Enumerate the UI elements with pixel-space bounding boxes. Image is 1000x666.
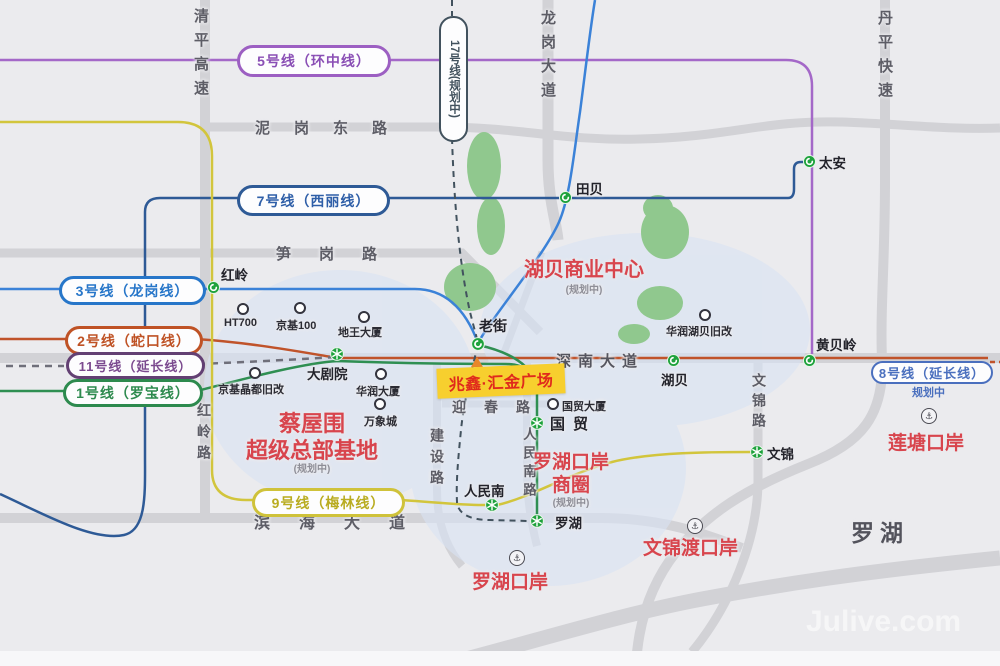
zone-luohu-port <box>410 350 686 586</box>
road-label-qingping: 清平高速 <box>192 8 209 104</box>
port-icon-wenjindu: ⚓ <box>687 518 703 534</box>
building-marker-diwang <box>358 311 370 323</box>
road-label-wenjin: 文锦路 <box>751 373 767 433</box>
building-label-diwang: 地王大厦 <box>338 327 382 339</box>
building-marker-huarun-hubei <box>699 309 711 321</box>
bottom-strip <box>0 651 1000 666</box>
area-note-caiwuwei: (规划中) <box>293 464 331 475</box>
road-danping-expressway <box>631 0 890 666</box>
building-label-guomao-tower: 国贸大厦 <box>562 401 606 413</box>
park-blob <box>477 197 505 255</box>
building-label-huarun: 华润大厦 <box>356 386 400 398</box>
station-icon-hongling <box>206 280 221 295</box>
building-marker-jingji-jingdu <box>249 367 261 379</box>
station-icon-taian <box>802 154 817 169</box>
station-icon-huangbeiling <box>802 353 817 368</box>
road-label-sungang: 笋岗路 <box>276 246 406 263</box>
station-icon-laojie <box>470 336 486 352</box>
port-label-wenjindu: 文锦渡口岸 <box>643 538 739 559</box>
port-icon-liantang: ⚓ <box>921 408 937 424</box>
area-label-luohu-port-circle-2: 商圈 <box>551 475 590 496</box>
road-longgang-avenue <box>542 0 564 241</box>
station-label-huangbeiling: 黄贝岭 <box>816 338 857 353</box>
station-icon-dajuyuan <box>329 346 345 362</box>
station-label-tianbei: 田贝 <box>576 182 603 197</box>
park-blob <box>444 263 496 311</box>
area-label-luohu-port-circle-1: 罗湖口岸 <box>532 452 609 473</box>
road-label-jianshe: 建设路 <box>429 428 445 491</box>
road-label-yingchun: 迎春路 <box>452 399 548 415</box>
park-blob <box>467 132 501 200</box>
building-label-jingji-jingdu: 京基晶都旧改 <box>218 384 284 396</box>
building-marker-guomao-tower <box>547 398 559 410</box>
park-blob <box>618 324 650 344</box>
station-icon-luohu <box>529 513 545 529</box>
station-label-taian: 太安 <box>819 156 846 171</box>
station-label-laojie: 老街 <box>479 318 507 334</box>
area-label-hubei-center: 湖贝商业中心 <box>524 259 644 281</box>
station-icon-wenjin <box>749 444 765 460</box>
metro-line-5 <box>0 58 814 354</box>
road-wenjin <box>688 356 763 655</box>
port-label-luohu: 罗湖口岸 <box>472 572 549 593</box>
station-icon-hubei <box>666 353 681 368</box>
building-label-kingkey100: 京基100 <box>276 320 317 332</box>
road-label-danping: 丹平快速 <box>876 10 893 106</box>
park-blob <box>641 205 689 259</box>
station-label-renminnan: 人民南 <box>464 484 505 499</box>
building-marker-mixc <box>374 398 386 410</box>
building-label-mixc: 万象城 <box>364 416 397 428</box>
line-badge-7: 7号线（西丽线） <box>237 185 390 216</box>
building-label-ht700: HT700 <box>224 317 258 329</box>
area-label-caiwuwei-1: 蔡屋围 <box>278 411 345 436</box>
line-badge-2: 2号线（蛇口线） <box>65 326 203 355</box>
port-icon-luohu: ⚓ <box>509 550 525 566</box>
line-badge-9: 9号线（梅林线） <box>252 488 405 517</box>
area-note-hubei-center: (规划中) <box>565 285 603 296</box>
building-label-huarun-hubei: 华润湖贝旧改 <box>666 326 732 338</box>
area-label-caiwuwei-2: 超级总部基地 <box>245 438 378 463</box>
park-shapes <box>444 132 689 344</box>
zone-caiwuwei <box>204 270 476 506</box>
road-nigang-east <box>205 117 1000 144</box>
road-label-binhai: 滨海大道 <box>254 515 435 532</box>
metro-line-3 <box>0 0 597 346</box>
watermark: Julive.com <box>806 605 962 638</box>
road-label-nigang: 泥岗东路 <box>255 120 412 137</box>
line-badge-3: 3号线（龙岗线） <box>59 276 206 305</box>
metro-line-11-east <box>197 355 337 366</box>
road-southeast-diagonal <box>438 550 1000 666</box>
road-label-shennan: 深南大道 <box>556 353 645 370</box>
station-icon-tianbei <box>558 190 573 205</box>
station-label-dajuyuan: 大剧院 <box>307 367 348 382</box>
station-icon-renminnan <box>484 497 500 513</box>
park-blob <box>637 286 683 320</box>
line-badge-1: 1号线（罗宝线） <box>63 379 203 407</box>
property-pin <box>471 357 483 367</box>
road-label-longgang: 龙岗大道 <box>539 10 556 106</box>
property-name: 兆鑫·汇金广场 <box>448 372 554 395</box>
road-label-renminnan: 人民南路 <box>521 427 536 501</box>
line-badge-11: 11号线（延长线） <box>66 352 205 379</box>
area-note-luohu-port-circle: (规划中) <box>552 498 590 509</box>
line-badge-8: 8号线（延长线） <box>871 361 993 384</box>
station-label-hongling: 红岭 <box>221 268 248 283</box>
station-label-luohu: 罗湖 <box>555 516 582 531</box>
metro-line-7 <box>0 160 806 538</box>
station-label-wenjin: 文锦 <box>767 447 794 462</box>
building-marker-kingkey100 <box>294 302 306 314</box>
station-label-hubei: 湖贝 <box>661 373 688 388</box>
line-badge-5: 5号线（环中线） <box>237 45 391 77</box>
district-label: 罗湖 <box>851 520 909 546</box>
station-label-guomao: 国贸 <box>550 416 597 433</box>
metro-line-9 <box>0 120 753 507</box>
building-marker-ht700 <box>237 303 249 315</box>
building-marker-huarun <box>375 368 387 380</box>
port-label-liantang: 莲塘口岸 <box>888 433 965 454</box>
road-label-hongling: 红岭路 <box>196 403 212 466</box>
line-8-note: 规划中 <box>912 387 945 399</box>
property-highlight[interactable]: 兆鑫·汇金广场 <box>436 363 566 399</box>
line-badge-17: 17号线(规划中) <box>439 16 468 142</box>
